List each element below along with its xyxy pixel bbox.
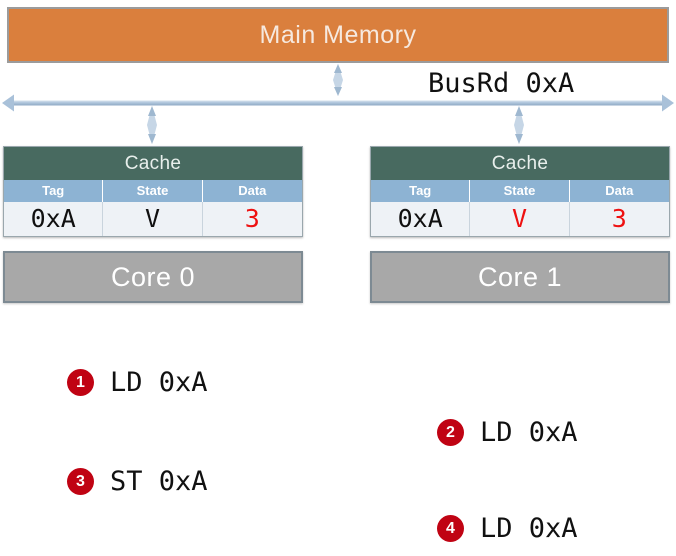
- cache-value-tag: 0xA: [4, 202, 104, 236]
- step-text-1: LD 0xA: [110, 367, 208, 398]
- cache-column-header-tag: Tag: [371, 180, 471, 202]
- instruction-step-4: 4 LD 0xA: [437, 513, 578, 544]
- main-memory-label: Main Memory: [259, 20, 417, 49]
- cache1-bus-connector-icon: [514, 106, 524, 144]
- cache-value-tag: 0xA: [371, 202, 471, 236]
- core-block-1: Core 1: [370, 251, 670, 303]
- step-text-2: LD 0xA: [480, 417, 578, 448]
- cache-table-core1: Cache Tag State Data 0xA V 3: [370, 146, 670, 237]
- core-label-1: Core 1: [477, 261, 563, 292]
- cache-value-state: V: [103, 202, 203, 236]
- main-memory-block: Main Memory: [7, 7, 669, 63]
- cache-value-data: 3: [202, 202, 302, 236]
- step-badge-2: 2: [437, 419, 464, 446]
- node-core1: Cache Tag State Data 0xA V 3 Core 1: [370, 146, 670, 303]
- cache-column-header-tag: Tag: [4, 180, 104, 202]
- cache-column-header-data: Data: [569, 180, 669, 202]
- cache-table-core0: Cache Tag State Data 0xA V 3: [3, 146, 303, 237]
- core-label-0: Core 0: [110, 261, 196, 292]
- cache-column-header-data: Data: [202, 180, 302, 202]
- node-core0: Cache Tag State Data 0xA V 3 Core 0: [3, 146, 303, 303]
- step-badge-1: 1: [67, 369, 94, 396]
- memory-bus-connector-icon: [333, 64, 343, 96]
- cache-title-core0: Cache: [4, 147, 302, 180]
- cache-header-row-core0: Tag State Data: [4, 180, 302, 202]
- cache-value-row-core1: 0xA V 3: [371, 202, 669, 236]
- cache-value-state: V: [470, 202, 570, 236]
- step-text-4: LD 0xA: [480, 513, 578, 544]
- instruction-step-2: 2 LD 0xA: [437, 417, 578, 448]
- instruction-step-3: 3 ST 0xA: [67, 466, 208, 497]
- bus-transaction-label: BusRd 0xA: [428, 68, 575, 99]
- bus-cache-connectors: [147, 106, 524, 144]
- instruction-step-1: 1 LD 0xA: [67, 367, 208, 398]
- cache-column-header-state: State: [470, 180, 570, 202]
- step-text-3: ST 0xA: [110, 466, 208, 497]
- step-badge-3: 3: [67, 468, 94, 495]
- cache-header-row-core1: Tag State Data: [371, 180, 669, 202]
- step-badge-4: 4: [437, 515, 464, 542]
- cache0-bus-connector-icon: [147, 106, 157, 144]
- cache-value-row-core0: 0xA V 3: [4, 202, 302, 236]
- cache-title-core1: Cache: [371, 147, 669, 180]
- cache-column-header-state: State: [103, 180, 203, 202]
- cache-value-data: 3: [569, 202, 669, 236]
- core-block-0: Core 0: [3, 251, 303, 303]
